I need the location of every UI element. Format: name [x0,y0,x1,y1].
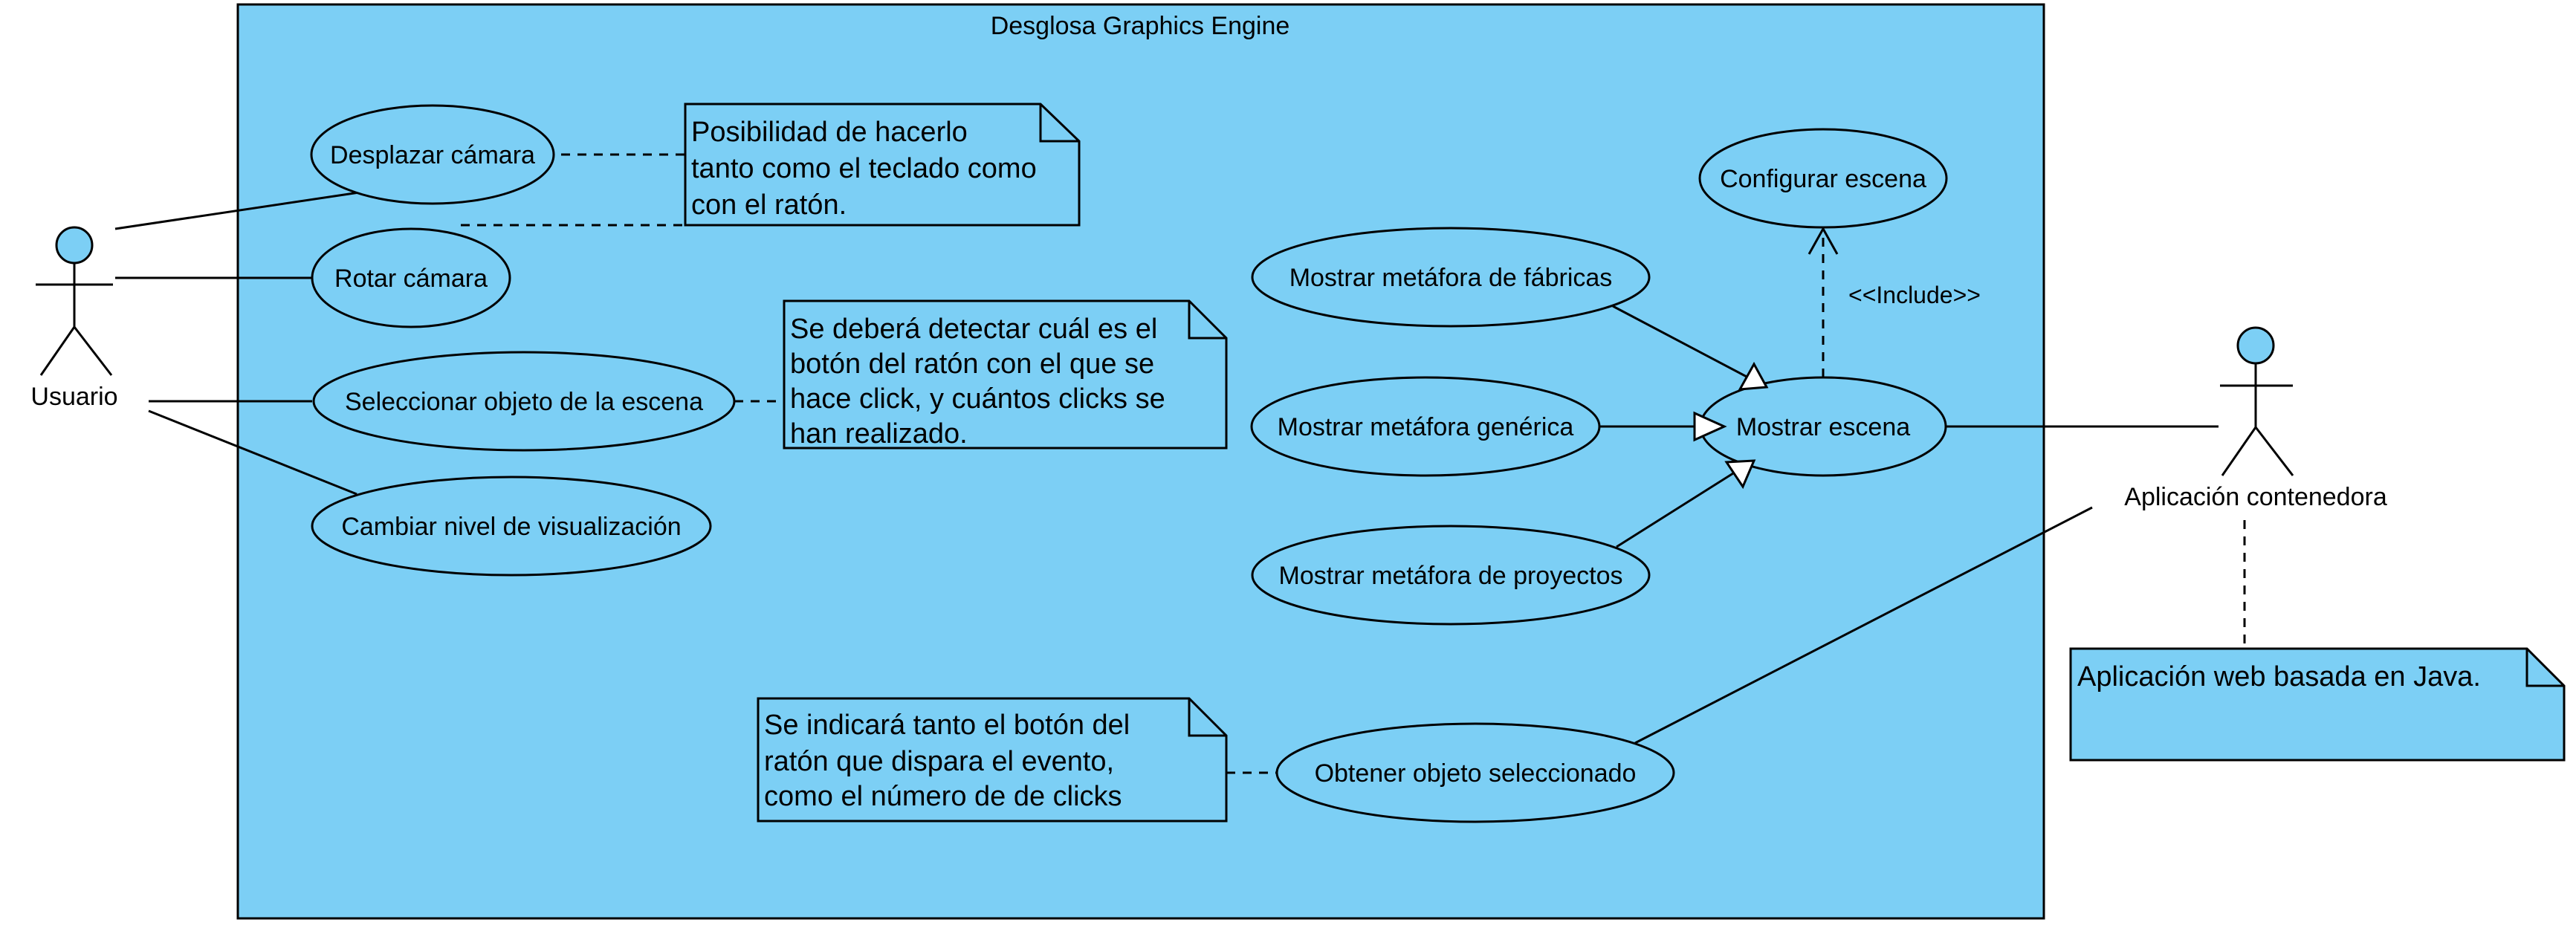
use-case-label: Configurar escena [1720,165,1926,193]
note-line: como el número de de clicks [764,781,1122,812]
use-case-cambiar-nivel: Cambiar nivel de visualización [311,476,712,577]
note-line: hace click, y cuántos clicks se [790,383,1165,415]
use-case-label: Mostrar metáfora de proyectos [1279,562,1623,590]
note-line: Se deberá detectar cuál es el [790,314,1157,345]
note-line: Se indicará tanto el botón del [764,710,1130,741]
note-line: tanto como el teclado como [691,153,1037,184]
generalization-arrowhead-proyectos [1724,459,1756,490]
use-case-label: Seleccionar objeto de la escena [345,388,703,416]
note-line: Aplicación web basada en Java. [2077,661,2481,692]
use-case-label: Mostrar metáfora de fábricas [1289,264,1613,292]
use-case-label: Rotar cámara [334,265,488,293]
generalization-arrowhead-fabricas [1738,361,1769,391]
include-arrowhead [1808,226,1839,255]
actor-label: Aplicación contenedora [2124,483,2387,511]
actor-label: Usuario [30,383,117,411]
use-case-configurar-escena: Configurar escena [1698,128,1948,229]
assoc-obtener-contenedora [1634,506,2093,745]
use-case-obtener-objeto: Obtener objeto seleccionado [1275,722,1675,823]
assoc-usuario-cambiar [148,409,357,496]
use-case-mostrar-proyectos: Mostrar metáfora de proyectos [1251,525,1651,626]
note-seleccion: Se deberá detectar cuál es el botón del … [783,299,1228,450]
use-case-label: Mostrar escena [1736,413,1910,441]
note-camara: Posibilidad de hacerlo tanto como el tec… [684,103,1081,227]
note-line: con el ratón. [691,189,847,221]
use-case-mostrar-fabricas: Mostrar metáfora de fábricas [1251,227,1651,328]
use-case-desplazar-camara: Desplazar cámara [310,104,555,205]
use-case-label: Cambiar nivel de visualización [341,513,681,541]
actor-aplicacion-contenedora: Aplicación contenedora [2124,326,2387,511]
assoc-usuario-desplazar [114,190,365,230]
use-case-label: Desplazar cámara [330,141,535,169]
note-line: ratón que dispara el evento, [764,746,1114,777]
use-case-label: Mostrar metáfora genérica [1278,413,1574,441]
note-line: botón del ratón con el que se [790,348,1154,380]
use-case-rotar-camara: Rotar cámara [311,227,511,328]
generalization-arrowhead-generica [1693,411,1727,442]
use-case-mostrar-escena: Mostrar escena [1699,376,1947,477]
note-obtener: Se indicará tanto el botón del ratón que… [757,697,1228,823]
use-case-label: Obtener objeto seleccionado [1315,759,1637,788]
note-line: Posibilidad de hacerlo [691,117,968,148]
gen-proyectos-mostrar [1616,472,1734,548]
system-title: Desglosa Graphics Engine [991,12,1290,40]
use-case-mostrar-generica: Mostrar metáfora genérica [1250,376,1601,477]
note-web: Aplicación web basada en Java. [2069,647,2566,762]
use-case-seleccionar-objeto: Seleccionar objeto de la escena [312,351,736,452]
gen-fabricas-mostrar [1612,305,1749,379]
note-line: han realizado. [790,418,968,450]
include-stereotype: <<Include>> [1848,282,1981,308]
actor-usuario: Usuario [30,226,118,411]
